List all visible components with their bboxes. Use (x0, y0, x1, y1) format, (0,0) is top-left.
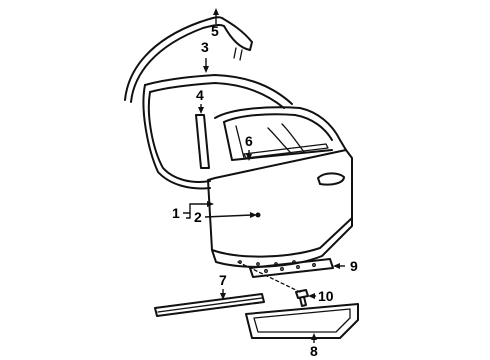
part-5-frame-weatherstrip (124, 16, 253, 103)
part-3-door-opening-weatherstrip (142, 74, 293, 190)
callout-2: 2 (186, 209, 257, 225)
part-10-clip (295, 289, 309, 307)
svg-text:4: 4 (196, 87, 204, 103)
callout-1: 1 (172, 201, 214, 221)
svg-text:8: 8 (310, 343, 318, 359)
svg-text:1: 1 (172, 205, 180, 221)
callout-9: 9 (333, 258, 358, 274)
part-9-trim-strip (249, 258, 334, 278)
part-7-molding-strip (154, 293, 265, 317)
svg-text:10: 10 (318, 288, 334, 304)
callout-6: 6 (245, 133, 253, 161)
part-1-2-door-shell (207, 106, 353, 268)
part-4-pillar-molding (195, 114, 210, 169)
callout-7: 7 (219, 272, 227, 300)
svg-text:9: 9 (350, 258, 358, 274)
svg-text:3: 3 (201, 39, 209, 55)
callout-10: 10 (308, 288, 334, 304)
svg-text:6: 6 (245, 133, 253, 149)
callout-4: 4 (196, 87, 204, 114)
callout-8: 8 (310, 333, 318, 359)
callout-3: 3 (201, 39, 209, 73)
svg-text:5: 5 (211, 23, 219, 39)
callout-5: 5 (211, 8, 219, 39)
part-8-lower-trim-panel (245, 303, 359, 339)
svg-text:7: 7 (219, 272, 227, 288)
svg-text:2: 2 (194, 209, 202, 225)
